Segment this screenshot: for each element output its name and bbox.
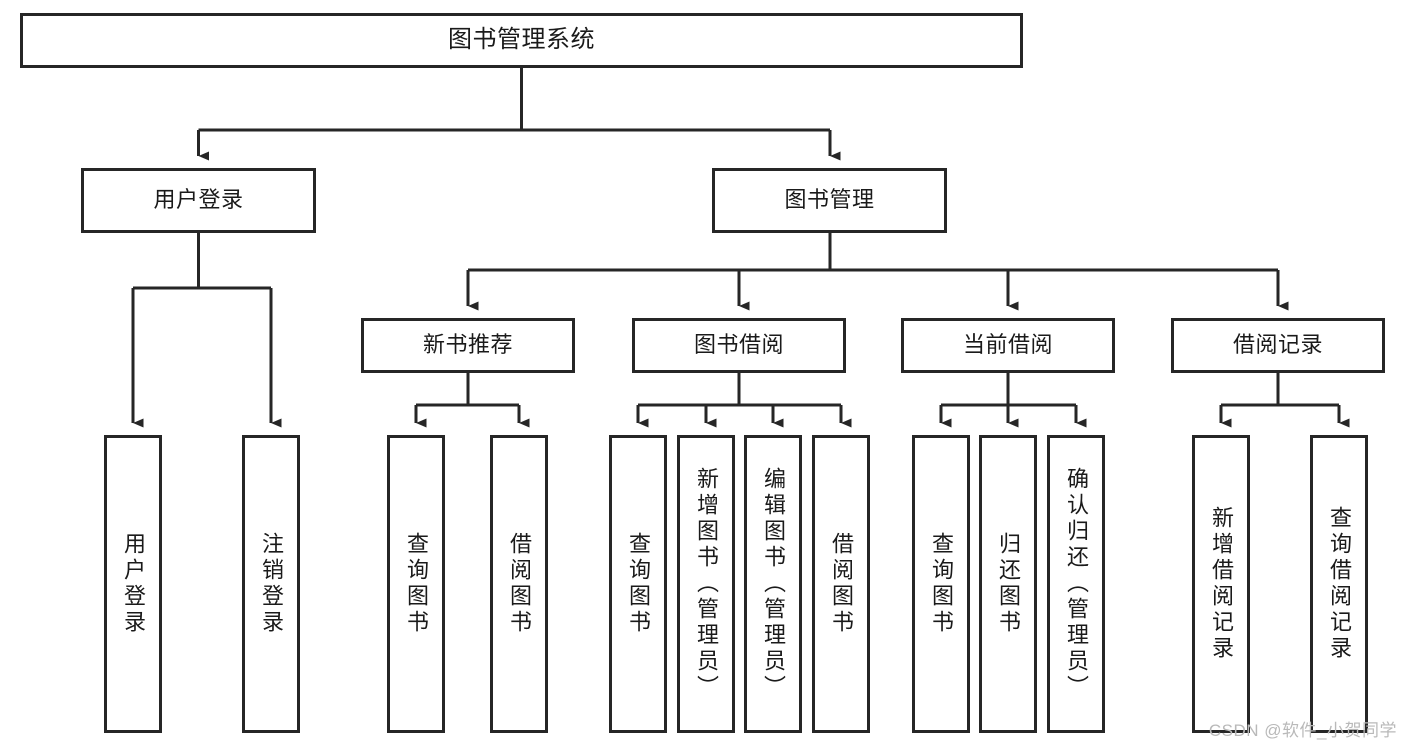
leaf-query-borrow-record-label: 查询借阅记录	[1327, 506, 1352, 662]
node-book-management[interactable]: 图书管理	[712, 168, 947, 233]
node-current-borrow-label: 当前借阅	[962, 332, 1053, 358]
leaf-confirm-return-label: 确认归还（管理员）	[1064, 467, 1089, 701]
node-borrow-record[interactable]: 借阅记录	[1171, 318, 1385, 373]
node-user-login-label: 用户登录	[153, 187, 244, 213]
node-root-system-label: 图书管理系统	[448, 26, 595, 54]
leaf-borrow-book-recommend-label: 借阅图书	[507, 532, 532, 636]
leaf-edit-book[interactable]: 编辑图书（管理员）	[744, 435, 802, 733]
node-user-login[interactable]: 用户登录	[81, 168, 316, 233]
leaf-query-book-current[interactable]: 查询图书	[912, 435, 970, 733]
leaf-query-book-current-label: 查询图书	[929, 532, 954, 636]
leaf-return-book-label: 归还图书	[996, 532, 1021, 636]
leaf-user-login-label: 用户登录	[121, 532, 146, 636]
leaf-edit-book-label: 编辑图书（管理员）	[761, 467, 786, 701]
leaf-query-borrow-record[interactable]: 查询借阅记录	[1310, 435, 1368, 733]
leaf-return-book[interactable]: 归还图书	[979, 435, 1037, 733]
node-book-borrow[interactable]: 图书借阅	[632, 318, 846, 373]
leaf-borrow-book-recommend[interactable]: 借阅图书	[490, 435, 548, 733]
leaf-borrow-book-label: 借阅图书	[829, 532, 854, 636]
leaf-query-book-recommend[interactable]: 查询图书	[387, 435, 445, 733]
leaf-add-borrow-record-label: 新增借阅记录	[1209, 506, 1234, 662]
leaf-user-login[interactable]: 用户登录	[104, 435, 162, 733]
leaf-logout[interactable]: 注销登录	[242, 435, 300, 733]
watermark-text: CSDN @软件_小贺同学	[1208, 721, 1397, 740]
leaf-add-book[interactable]: 新增图书（管理员）	[677, 435, 735, 733]
leaf-query-book-borrow-label: 查询图书	[626, 532, 651, 636]
leaf-add-book-label: 新增图书（管理员）	[694, 467, 719, 701]
node-root-system[interactable]: 图书管理系统	[20, 13, 1023, 68]
leaf-add-borrow-record[interactable]: 新增借阅记录	[1192, 435, 1250, 733]
leaf-borrow-book[interactable]: 借阅图书	[812, 435, 870, 733]
node-current-borrow[interactable]: 当前借阅	[901, 318, 1115, 373]
node-book-borrow-label: 图书借阅	[693, 332, 784, 358]
node-new-book-recommend-label: 新书推荐	[422, 332, 513, 358]
leaf-query-book-recommend-label: 查询图书	[404, 532, 429, 636]
node-borrow-record-label: 借阅记录	[1232, 332, 1323, 358]
leaf-confirm-return[interactable]: 确认归还（管理员）	[1047, 435, 1105, 733]
leaf-query-book-borrow[interactable]: 查询图书	[609, 435, 667, 733]
node-book-management-label: 图书管理	[784, 187, 875, 213]
leaf-logout-label: 注销登录	[259, 532, 284, 636]
node-new-book-recommend[interactable]: 新书推荐	[361, 318, 575, 373]
